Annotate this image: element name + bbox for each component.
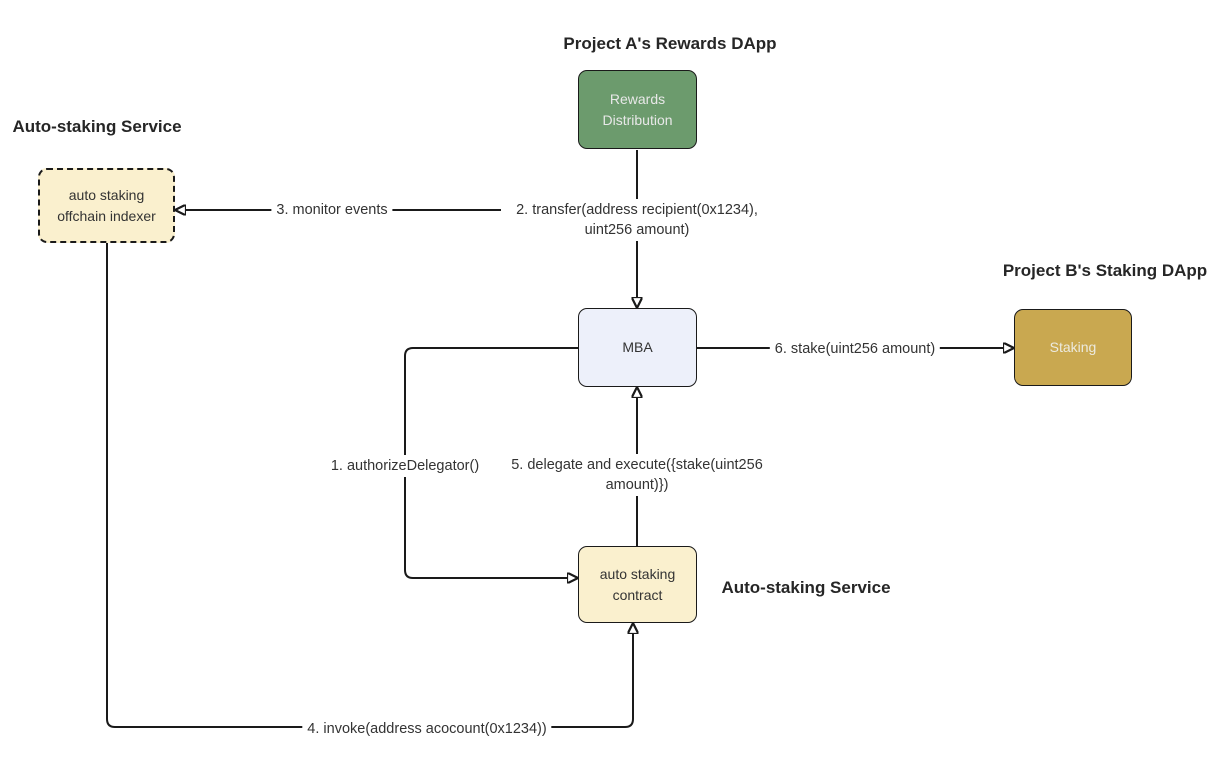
edge-label-authorize-delegator: 1. authorizeDelegator() [325, 455, 485, 477]
auto-staking-service-title-left: Auto-staking Service [12, 117, 182, 136]
edge-label-delegate-execute: 5. delegate and execute({stake(uint256 a… [503, 454, 771, 496]
auto-staking-service-title-bottom: Auto-staking Service [721, 578, 891, 597]
edge-label-invoke: 4. invoke(address acocount(0x1234)) [302, 718, 552, 740]
offchain-indexer-node: auto staking offchain indexer [38, 168, 175, 243]
rewards-distribution-node: Rewards Distribution [578, 70, 697, 149]
auto-staking-contract-label: auto staking contract [599, 566, 676, 603]
edge-label-stake: 6. stake(uint256 amount) [769, 338, 941, 360]
offchain-indexer-label: auto staking offchain indexer [57, 187, 156, 224]
rewards-distribution-label: Rewards Distribution [602, 91, 673, 128]
mba-label: MBA [622, 339, 653, 356]
auto-staking-contract-node: auto staking contract [578, 546, 697, 623]
staking-node: Staking [1014, 309, 1132, 386]
edge-label-monitor-events: 3. monitor events [271, 199, 393, 221]
project-a-title: Project A's Rewards DApp [563, 34, 777, 53]
edge-label-transfer: 2. transfer(address recipient(0x1234), u… [501, 199, 773, 241]
project-b-title: Project B's Staking DApp [1002, 261, 1208, 280]
mba-node: MBA [578, 308, 697, 387]
staking-label: Staking [1049, 339, 1097, 356]
